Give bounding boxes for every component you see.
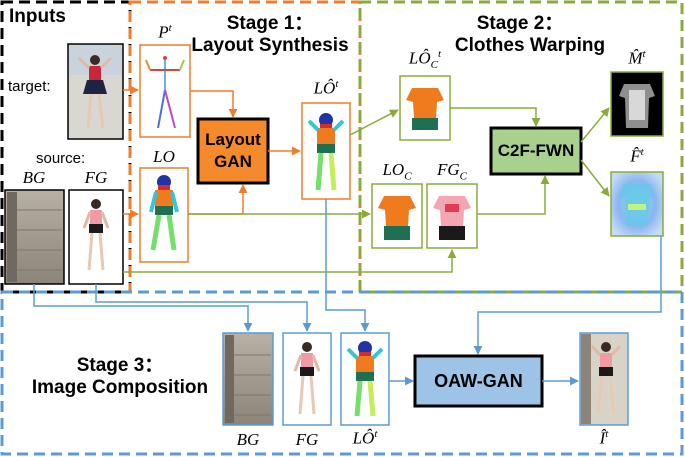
flow-label: F̂t <box>630 146 644 166</box>
c2f-fwn-box <box>489 126 583 176</box>
lo-label: LO <box>153 147 175 166</box>
stage1-subtitle: Layout Synthesis <box>191 35 349 56</box>
stage1-title: Stage 1： <box>226 13 314 34</box>
lochat-label: LÔCt <box>408 48 442 72</box>
stage3-subtitle: Image Composition <box>31 377 209 398</box>
arrow-fgc-to-c2f <box>477 175 550 215</box>
stage3-layout-map <box>340 332 390 426</box>
arrow-lohat-to-lochat <box>349 109 399 136</box>
arrow-c2f-to-flow <box>580 159 610 197</box>
target-photo <box>67 43 124 140</box>
stage3-frame <box>0 290 684 456</box>
source-clothes-photo <box>426 183 478 249</box>
pose-map <box>139 44 191 138</box>
arrow-lochat-to-c2f <box>450 107 541 127</box>
inputs-title: Inputs <box>9 6 66 27</box>
stage3-title: Stage 3： <box>76 355 164 376</box>
lohat-label: LÔt <box>313 78 339 98</box>
source-bg-photo <box>4 189 65 285</box>
stage2-subtitle: Clothes Warping <box>454 35 606 56</box>
stage3-bg-photo <box>222 332 274 426</box>
stage2-title: Stage 2： <box>476 13 564 34</box>
loc-label: LOC <box>382 160 412 183</box>
stage3-fg-label: FG <box>295 430 319 449</box>
warp-flow-output <box>610 171 664 237</box>
final-output-photo <box>579 332 629 426</box>
oaw-gan-label: OAW-GAN <box>434 371 523 391</box>
source-layout-map <box>139 167 189 263</box>
input-fg-label: FG <box>84 168 108 187</box>
warp-mask-output <box>610 71 664 137</box>
source-label: source: <box>36 150 86 167</box>
layout-gan-box <box>196 117 270 185</box>
arrow-lo-to-layoutgan <box>188 184 248 215</box>
input-bg-label: BG <box>22 168 46 187</box>
stage3-lohat-label: LÔt <box>352 428 378 448</box>
c2f-fwn-label: C2F-FWN <box>497 141 575 160</box>
arrow-pose-to-layoutgan <box>190 90 238 118</box>
arrow-warp-to-oawgan <box>473 236 662 355</box>
stage3-fg-photo <box>282 332 332 426</box>
source-clothes-layout <box>371 183 423 249</box>
pose-label: Pt <box>158 22 172 42</box>
arrow-fg-to-fgc <box>123 249 457 273</box>
source-fg-photo <box>68 189 124 285</box>
oaw-gan-box <box>413 354 544 408</box>
output-label: Ît <box>599 428 609 448</box>
target-label: target: <box>8 78 51 95</box>
mask-label: M̂t <box>628 48 646 68</box>
arrow-fg-to-stage3 <box>95 284 312 332</box>
arrow-c2f-to-mask <box>580 107 610 143</box>
arrow-lohat-to-stage3 <box>325 199 370 332</box>
stage3-bg-label: BG <box>236 430 260 449</box>
fgc-label: FGC <box>436 160 468 183</box>
arrow-bg-to-stage3 <box>33 284 253 332</box>
target-layout-map <box>301 102 351 200</box>
target-clothes-layout <box>399 75 451 141</box>
